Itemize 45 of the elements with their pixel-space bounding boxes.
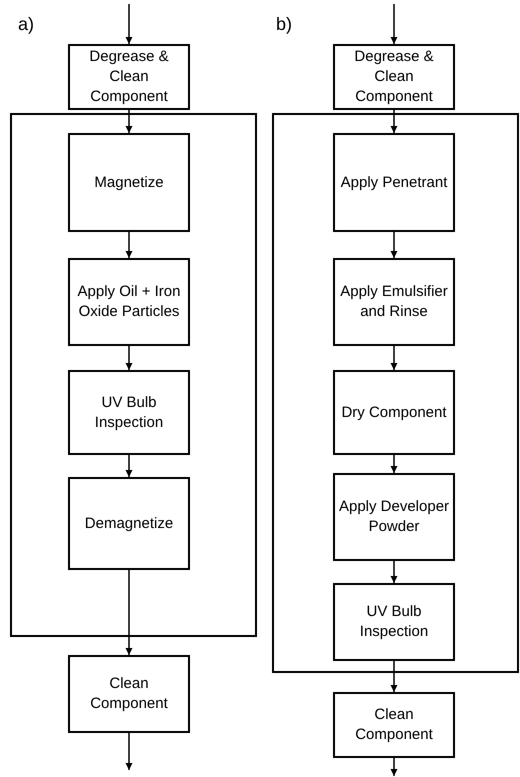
step-text: Demagnetize [84, 514, 174, 534]
arrow [126, 232, 132, 258]
process-box [68, 477, 190, 570]
arrow [390, 232, 398, 258]
process-box [333, 258, 455, 346]
arrow [126, 733, 132, 770]
step-text: Dry Component [340, 402, 448, 422]
process-box [68, 133, 190, 232]
group-frame [272, 113, 519, 673]
arrow [390, 110, 398, 133]
arrow [390, 346, 398, 370]
process-box [68, 370, 190, 455]
process-box [68, 258, 190, 346]
step-text: Degrease & Clean Component [88, 47, 170, 107]
group-frame [10, 113, 257, 637]
panel-label: a) [18, 14, 34, 35]
arrow [126, 4, 132, 44]
arrow [390, 758, 398, 776]
arrow [390, 561, 398, 583]
arrow [390, 661, 398, 692]
step-text: Clean Component [354, 705, 434, 745]
arrow [390, 455, 398, 473]
step-text: UV Bulb Inspection [94, 392, 164, 432]
step-text: Apply Oil + Iron Oxide Particles [76, 282, 182, 322]
step-text: Clean Component [89, 674, 169, 714]
arrow [390, 4, 398, 44]
process-box [333, 370, 455, 455]
step-text: Apply Penetrant [340, 172, 448, 192]
process-box [68, 655, 190, 733]
step-text: Apply Emulsifier and Rinse [339, 282, 449, 322]
arrow [126, 110, 132, 133]
process-box [68, 44, 190, 110]
step-text: UV Bulb Inspection [358, 602, 430, 642]
step-text: Apply Developer Powder [338, 497, 450, 537]
arrow [126, 346, 132, 370]
process-box [333, 583, 455, 661]
panel-label: b) [276, 14, 292, 35]
process-box [333, 133, 455, 232]
process-box [333, 473, 455, 561]
process-box [333, 692, 455, 758]
arrow [126, 570, 132, 655]
step-text: Magnetize [93, 172, 165, 192]
arrow [126, 455, 132, 477]
step-text: Degrease & Clean Component [353, 47, 435, 107]
process-box [333, 44, 455, 110]
